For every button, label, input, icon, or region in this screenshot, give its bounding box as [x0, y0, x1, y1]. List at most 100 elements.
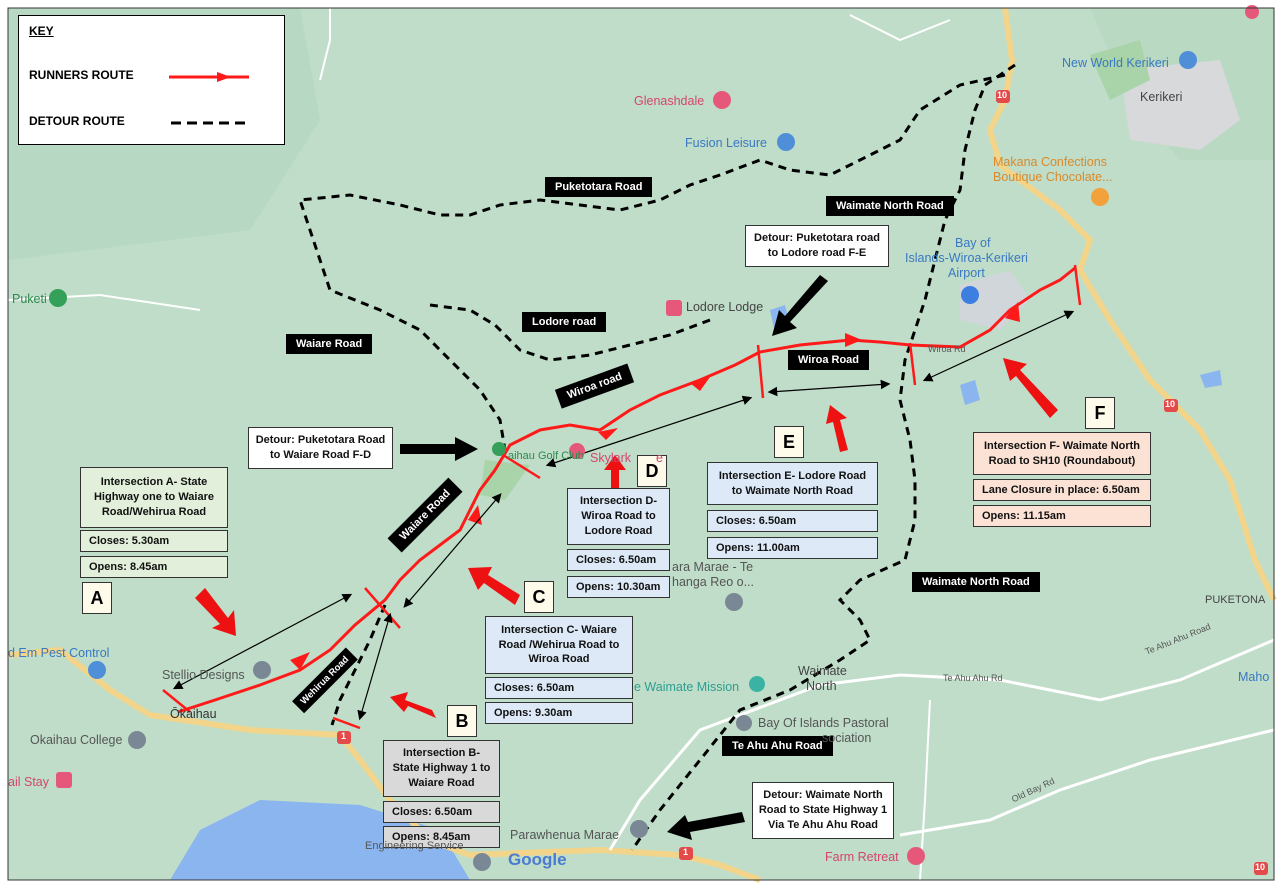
- old-bay-road: [899, 728, 1275, 837]
- place-airport-2: Islands-Wiroa-Kerikeri: [905, 251, 1028, 265]
- road-label-te-ahu-ahu: Te Ahu Ahu Road: [722, 736, 833, 756]
- place-fusion-leisure: Fusion Leisure: [685, 136, 767, 150]
- range-a: [172, 593, 353, 690]
- intersection-c-closes: Closes: 6.50am: [485, 677, 633, 699]
- intersection-d-closes: Closes: 6.50am: [567, 549, 670, 571]
- range-e: [767, 379, 891, 397]
- pin-new-world-icon: [1179, 51, 1197, 69]
- intersection-d-title: Intersection D- Wiroa Road to Lodore Roa…: [567, 488, 670, 545]
- range-b: [357, 612, 393, 721]
- detour-wehirua: [330, 604, 387, 726]
- pointer-c: [468, 567, 520, 605]
- shield-sh1-label: 1: [341, 731, 347, 741]
- map-key: KEY RUNNERS ROUTE DETOUR ROUTE: [18, 15, 285, 145]
- intersection-c-title: Intersection C- Waiare Road /Wehirua Roa…: [485, 616, 633, 674]
- pointer-detour-wn: [667, 812, 745, 840]
- shield-sh1-label-2: 1: [683, 847, 689, 857]
- intersection-letter-b: B: [447, 705, 477, 737]
- pin-parawhenua-icon: [630, 820, 648, 838]
- place-waimate-north-2: North: [806, 679, 837, 693]
- pin-engineering-icon: [473, 853, 491, 871]
- detour-box-fd: Detour: Puketotara Road to Waiare Road F…: [248, 427, 393, 469]
- pin-farm-retreat-icon: [907, 847, 925, 865]
- intersection-f-closes: Lane Closure in place: 6.50am: [973, 479, 1151, 501]
- closure-a: [162, 689, 191, 713]
- place-marae: ara Marae - Te: [672, 560, 754, 574]
- route-arrow: [690, 377, 710, 391]
- pointer-detour-fd: [400, 437, 478, 461]
- closure-c: [364, 587, 401, 629]
- key-title: KEY: [29, 24, 54, 38]
- intersection-e-closes: Closes: 6.50am: [707, 510, 878, 532]
- place-pest-control: d Em Pest Control: [8, 646, 110, 660]
- detour-box-waimate-north: Detour: Waimate North Road to State High…: [752, 782, 894, 839]
- closure-e1: [756, 344, 765, 399]
- pin-puketi-icon: [49, 289, 67, 307]
- road-label-puketotara: Puketotara Road: [545, 177, 653, 197]
- google-logo: Google: [508, 850, 567, 869]
- golf-club-area: [480, 460, 530, 500]
- place-airport-3: Airport: [948, 266, 985, 280]
- airport-icon: [961, 286, 979, 304]
- intersection-b-closes: Closes: 6.50am: [383, 801, 500, 823]
- park-area: [1090, 40, 1150, 100]
- place-puketi: Puketi: [12, 292, 47, 306]
- shield-sh10-icon: [996, 90, 1010, 103]
- pointer-detour-fe: [772, 275, 828, 336]
- place-boi-pastoral: Bay Of Islands Pastoral: [758, 716, 889, 730]
- place-skylark-2: e: [656, 451, 663, 465]
- detour-waimate-north: [630, 63, 1016, 851]
- intersection-a-title: Intersection A- State Highway one to Wai…: [80, 467, 228, 528]
- pin-pastoral-icon: [736, 715, 752, 731]
- pointer-e: [826, 405, 848, 452]
- key-detour-line-icon: [171, 121, 249, 125]
- place-airport-1: Bay of: [955, 236, 991, 250]
- black-pointers: [400, 275, 828, 840]
- road-label-waimate-north-top: Waimate North Road: [826, 196, 954, 216]
- intersection-d-opens: Opens: 10.30am: [567, 576, 670, 598]
- intersection-b-title: Intersection B- State Highway 1 to Waiar…: [383, 740, 500, 797]
- pin-stellio-icon: [253, 661, 271, 679]
- road-label-wiroa: Wiroa Road: [788, 350, 870, 370]
- place-engineering: Engineering Service: [365, 840, 464, 852]
- key-runners-line-icon: [169, 72, 249, 82]
- pin-fusion-leisure-icon: [777, 133, 795, 151]
- place-okaihau: Ōkaihau: [170, 707, 217, 721]
- place-waimate-north: Waimate: [798, 664, 847, 678]
- shield-sh1-icon: [337, 731, 351, 744]
- closure-b: [332, 716, 361, 730]
- intersection-letter-f: F: [1085, 397, 1115, 429]
- place-marae-2: hanga Reo o...: [672, 575, 755, 589]
- place-makana-2: Boutique Chocolate...: [993, 170, 1113, 184]
- pin-glenashdale-icon: [713, 91, 731, 109]
- intersection-letter-c: C: [524, 581, 554, 613]
- place-stellio: Stellio Designs: [162, 668, 245, 682]
- shield-sh10-icon: [1254, 862, 1268, 875]
- detour-lodore: [429, 303, 711, 362]
- intersection-b-opens: Opens: 8.45am: [383, 826, 500, 848]
- place-glenashdale: Glenashdale: [634, 94, 705, 108]
- intersection-a-closes: Closes: 5.30am: [80, 530, 228, 552]
- place-lodore-lodge: Lodore Lodge: [686, 300, 764, 314]
- place-boi-pastoral-2: sociation: [822, 731, 872, 745]
- shield-sh10-label: 10: [1165, 399, 1176, 409]
- pin-college-icon: [128, 731, 146, 749]
- intersection-letter-d: D: [637, 455, 667, 487]
- shield-sh10-icon: [1164, 399, 1178, 412]
- highway-shields: [337, 90, 1268, 875]
- pointer-a: [195, 588, 236, 636]
- intersection-f-opens: Opens: 11.15am: [973, 505, 1151, 527]
- pin-pest-control-icon: [88, 661, 106, 679]
- place-makana: Makana Confections: [993, 155, 1107, 169]
- shield-sh1-icon: [679, 847, 693, 860]
- place-waimate-mission: e Waimate Mission: [634, 680, 740, 694]
- intersection-e-opens: Opens: 11.00am: [707, 537, 878, 559]
- pin-makana-icon: [1091, 188, 1109, 206]
- closure-e2: [908, 342, 917, 386]
- place-mahoe: Maho: [1238, 670, 1270, 684]
- range-c: [403, 493, 502, 608]
- minor-road-3: [849, 14, 951, 42]
- place-farm-retreat: Farm Retreat: [825, 850, 899, 864]
- hotel-lodore-lodge-icon: [666, 300, 682, 316]
- state-highway-1: [7, 646, 762, 883]
